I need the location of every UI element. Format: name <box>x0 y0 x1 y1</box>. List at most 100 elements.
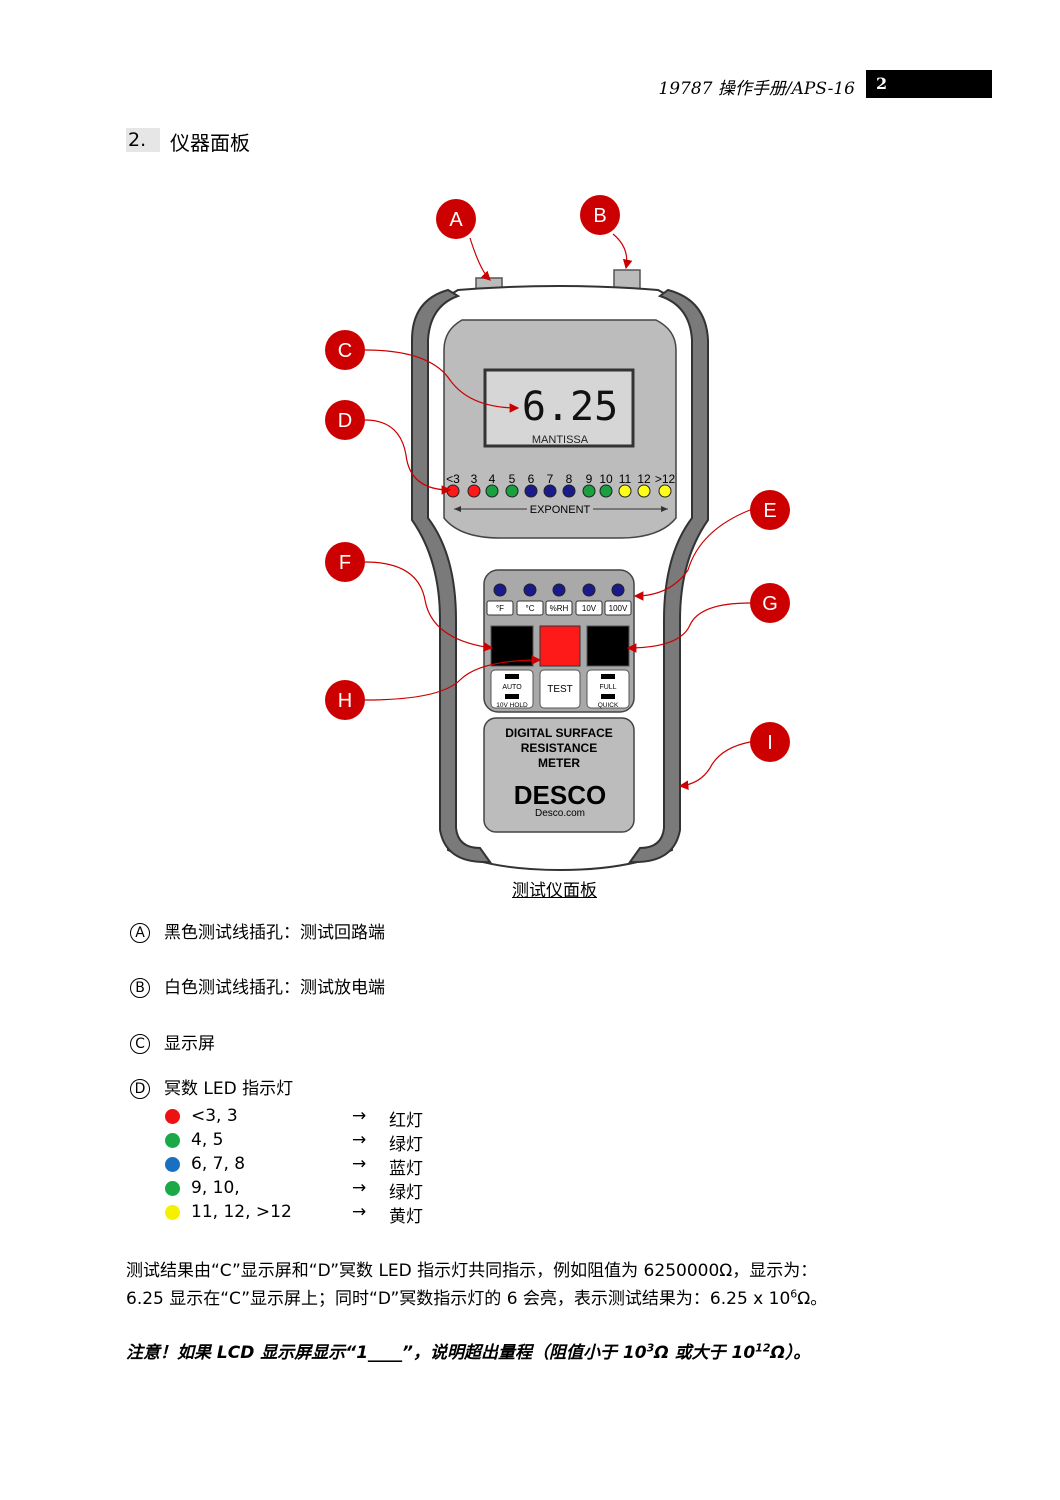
item-b: B 白色测试线插孔：测试放电端 <box>130 973 385 998</box>
note-sup-1: 3 <box>646 1341 655 1355</box>
exponent-label: 8 <box>566 472 573 486</box>
arrow-icon: → <box>352 1178 367 1198</box>
test-key-label <box>539 669 581 709</box>
blue-dot-icon <box>165 1157 180 1172</box>
full-button[interactable] <box>586 625 630 667</box>
yellow-dot-icon <box>165 1205 180 1220</box>
product-name-line2: RESISTANCE <box>521 741 597 755</box>
led-color-name: 绿灯 <box>389 1183 423 1203</box>
mode-label-box <box>575 600 603 616</box>
test-button[interactable] <box>539 625 581 667</box>
callout-letter: D <box>338 410 352 432</box>
led-color-name: 黄灯 <box>389 1207 423 1227</box>
explanation-unit: Ω。 <box>797 1289 828 1309</box>
exponent-led <box>637 484 651 498</box>
arrow-icon: → <box>352 1154 367 1174</box>
note-sup-2: 12 <box>755 1341 771 1355</box>
auto-label: AUTO <box>502 684 522 691</box>
callout-letter: F <box>339 552 351 574</box>
note-text-c: Ω）。 <box>770 1343 811 1363</box>
full-label: FULL <box>599 684 616 691</box>
exponent-led <box>505 484 519 498</box>
exponent-led <box>446 484 460 498</box>
product-name-line3: METER <box>538 756 580 770</box>
mode-label-box <box>604 600 632 616</box>
led-color-name: 红灯 <box>389 1111 423 1131</box>
exponent-led <box>485 484 499 498</box>
note-text-a: 注意！如果 LCD 显示屏显示“1____”，说明超出量程（阻值小于 10 <box>126 1343 647 1363</box>
page-number: 2 <box>876 74 888 93</box>
led-color-name: 蓝灯 <box>389 1159 423 1179</box>
led-values: 6, 7, 8 <box>191 1154 246 1174</box>
mode-label-box <box>545 600 573 616</box>
mode-led <box>582 583 596 597</box>
callout-marker <box>580 195 620 235</box>
mode-label-box <box>486 600 514 616</box>
exponent-label: 7 <box>547 472 554 486</box>
callout-marker <box>750 583 790 623</box>
exponent-label: >12 <box>655 472 676 486</box>
led-values: 4, 5 <box>191 1130 224 1150</box>
callout-marker <box>436 199 476 239</box>
mode-led <box>523 583 537 597</box>
callout-marker <box>325 542 365 582</box>
callout-letter: H <box>338 690 352 712</box>
exponent-label: 10 <box>599 472 613 486</box>
exponent-led <box>543 484 557 498</box>
exponent-superscript: 6 <box>790 1287 798 1301</box>
item-d-text: 冥数 LED 指示灯 <box>164 1079 294 1099</box>
note-text-b: Ω 或大于 10 <box>654 1343 756 1363</box>
exponent-led <box>524 484 538 498</box>
exponent-led <box>658 484 672 498</box>
mode-led <box>611 583 625 597</box>
mode-label: %RH <box>550 604 569 613</box>
explanation-text: 6.25 显示在“C”显示屏上；同时“D”冥数指示灯的 6 会亮，表示测试结果为… <box>126 1289 791 1309</box>
mode-led <box>552 583 566 597</box>
mode-led <box>493 583 507 597</box>
figure-caption: 测试仪面板 <box>512 881 597 901</box>
test-label: TEST <box>547 684 573 695</box>
explanation-line-2: 6.25 显示在“C”显示屏上；同时“D”冥数指示灯的 6 会亮，表示测试结果为… <box>126 1284 827 1309</box>
exponent-led <box>562 484 576 498</box>
right-grip <box>628 288 709 864</box>
header-bar <box>866 70 992 98</box>
quick-label: QUICK <box>598 702 619 709</box>
callout-marker <box>750 490 790 530</box>
red-dot-icon <box>165 1109 180 1124</box>
callout-letter: I <box>767 732 773 754</box>
item-c-letter: C <box>130 1034 150 1054</box>
mode-label: °C <box>526 604 535 613</box>
website: Desco.com <box>535 808 585 819</box>
brand-logo: DESCO <box>514 780 606 810</box>
callout-letter: G <box>762 593 778 615</box>
exponent-label: 4 <box>489 472 496 486</box>
item-c-text: 显示屏 <box>164 1034 215 1054</box>
callout-letter: A <box>449 209 463 231</box>
auto-key-label <box>490 669 534 709</box>
mode-label: 10V <box>582 604 597 613</box>
item-c: C 显示屏 <box>130 1029 215 1054</box>
exponent-led <box>582 484 596 498</box>
lcd-value: 6.25 <box>522 384 618 430</box>
callout-marker <box>325 330 365 370</box>
exponent-caption: EXPONENT <box>530 504 591 516</box>
section-number: 2. <box>126 128 160 152</box>
green-dot-icon <box>165 1181 180 1196</box>
lcd-label: MANTISSA <box>532 434 589 446</box>
exponent-label: 12 <box>637 472 651 486</box>
led-values: 11, 12, >12 <box>191 1202 292 1222</box>
exponent-led <box>467 484 481 498</box>
item-b-letter: B <box>130 978 150 998</box>
green-dot-icon <box>165 1133 180 1148</box>
name-plate <box>483 717 635 833</box>
arrow-icon: → <box>352 1202 367 1222</box>
exponent-label: 11 <box>619 472 632 486</box>
item-a-text: 黑色测试线插孔：测试回路端 <box>164 923 385 943</box>
exponent-label: 5 <box>509 472 516 486</box>
exponent-label: 9 <box>586 472 593 486</box>
item-b-text: 白色测试线插孔：测试放电端 <box>164 978 385 998</box>
mode-label: °F <box>496 604 504 613</box>
